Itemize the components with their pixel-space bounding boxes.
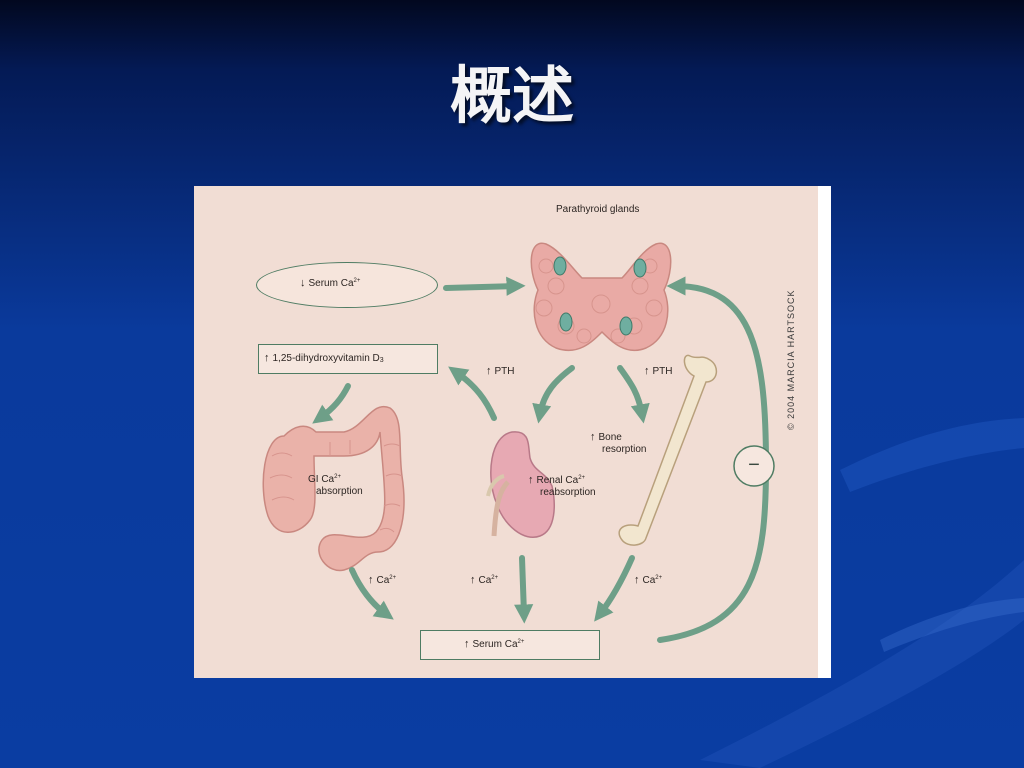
slide-title: 概述	[449, 59, 574, 132]
vitamin-d-label: ↑1,25-dihydroxyvitamin D3	[264, 352, 384, 364]
up-arrow-icon: ↑	[264, 352, 270, 364]
up-arrow-icon: ↑	[470, 574, 476, 586]
calcium-regulation-figure: ↓Serum Ca2+ Parathyroid glands ↑1,25-dih…	[194, 186, 831, 678]
ca-kidney-label: ↑Ca2+	[470, 574, 499, 586]
up-arrow-icon: ↑	[634, 574, 640, 586]
up-arrow-icon: ↑	[368, 574, 374, 586]
bone-illustration	[618, 354, 718, 546]
vitamin-d-box	[258, 344, 438, 374]
figure-artwork	[262, 242, 775, 643]
credit-strip	[818, 186, 831, 678]
renal-reabsorption-label: ↑Renal Ca2+ reabsorption	[528, 474, 596, 498]
up-arrow-icon: ↑	[644, 365, 650, 377]
kidney-illustration	[486, 431, 555, 538]
up-arrow-icon: ↑	[528, 474, 534, 486]
serum-ca-low-oval	[256, 262, 438, 308]
minus-sign: −	[748, 454, 760, 476]
inhibition-circle	[733, 445, 775, 487]
gi-absorption-label: GI Ca2+ absorption	[308, 474, 363, 497]
bone-resorption-label: ↑Bone resorption	[590, 431, 647, 455]
down-arrow-icon: ↓	[300, 277, 306, 289]
colon-illustration	[262, 405, 405, 572]
pth-right-label: ↑PTH	[644, 365, 673, 377]
up-arrow-icon: ↑	[486, 365, 492, 377]
ca-gut-label: ↑Ca2+	[368, 574, 397, 586]
parathyroid-glands-illustration	[530, 242, 672, 352]
illustration-credit: © 2004 MARCIA HARTSOCK	[786, 289, 796, 430]
serum-ca-high-label: ↑Serum Ca2+	[464, 638, 525, 650]
up-arrow-icon: ↑	[590, 431, 596, 443]
up-arrow-icon: ↑	[464, 638, 470, 650]
parathyroid-label: Parathyroid glands	[556, 204, 640, 215]
ca-bone-label: ↑Ca2+	[634, 574, 663, 586]
serum-ca-high-box	[420, 630, 600, 660]
serum-ca-low-label: ↓Serum Ca2+	[300, 277, 361, 289]
pth-left-label: ↑PTH	[486, 365, 515, 377]
